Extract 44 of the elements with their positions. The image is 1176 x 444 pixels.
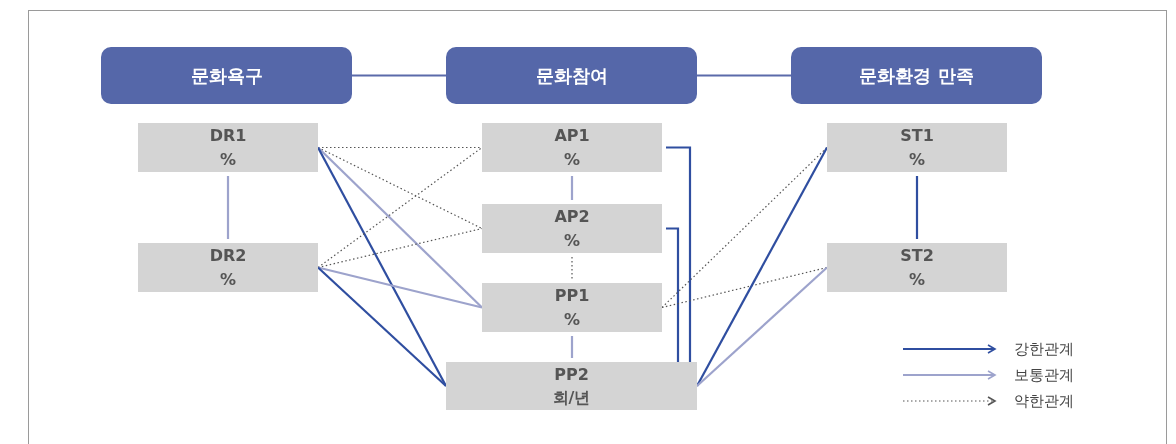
legend-label: 보통관계 <box>1014 365 1074 385</box>
indicator-code: DR2 <box>209 245 247 268</box>
indicator-unit: 회/년 <box>552 387 591 409</box>
indicator-box <box>446 362 697 410</box>
indicator-code: PP2 <box>554 363 589 386</box>
category-header: 문화욕구 <box>101 47 352 104</box>
indicator-unit: % <box>564 308 580 331</box>
connector-line <box>226 176 230 239</box>
indicator-unit: % <box>564 148 580 171</box>
indicator-unit: % <box>220 268 236 291</box>
indicator-code: DR1 <box>209 125 247 148</box>
connector-line <box>570 336 574 358</box>
category-header: 문화참여 <box>446 47 697 104</box>
indicator-code: PP1 <box>554 285 590 308</box>
legend-label: 약한관계 <box>1014 391 1074 411</box>
connector-line <box>317 266 483 309</box>
category-header: 문화환경 만족 <box>791 47 1042 104</box>
indicator-box <box>827 243 1007 292</box>
connector-line <box>666 146 692 362</box>
indicator-code: AP2 <box>554 206 590 229</box>
legend-label: 강한관계 <box>1014 339 1074 359</box>
connector-line <box>666 227 680 362</box>
indicator-unit: % <box>220 148 236 171</box>
indicator-box <box>827 123 1007 172</box>
indicator-code: AP1 <box>554 125 590 148</box>
indicator-box <box>138 243 318 292</box>
connector-line <box>570 176 574 200</box>
connector-line <box>697 74 791 77</box>
indicator-box <box>482 204 662 253</box>
connector-line <box>317 146 483 309</box>
indicator-box <box>138 123 318 172</box>
indicator-box <box>482 123 662 172</box>
connector-line <box>696 266 828 387</box>
indicator-unit: % <box>909 268 925 291</box>
indicator-unit: % <box>564 229 580 252</box>
indicator-code: ST1 <box>900 125 934 148</box>
connector-line <box>352 74 446 77</box>
indicator-box <box>482 283 662 332</box>
indicator-code: ST2 <box>900 245 934 268</box>
connector-line <box>317 146 447 387</box>
connector-line <box>317 266 447 387</box>
connector-line <box>915 176 919 239</box>
indicator-unit: % <box>909 148 925 171</box>
connector-line <box>571 256 573 280</box>
